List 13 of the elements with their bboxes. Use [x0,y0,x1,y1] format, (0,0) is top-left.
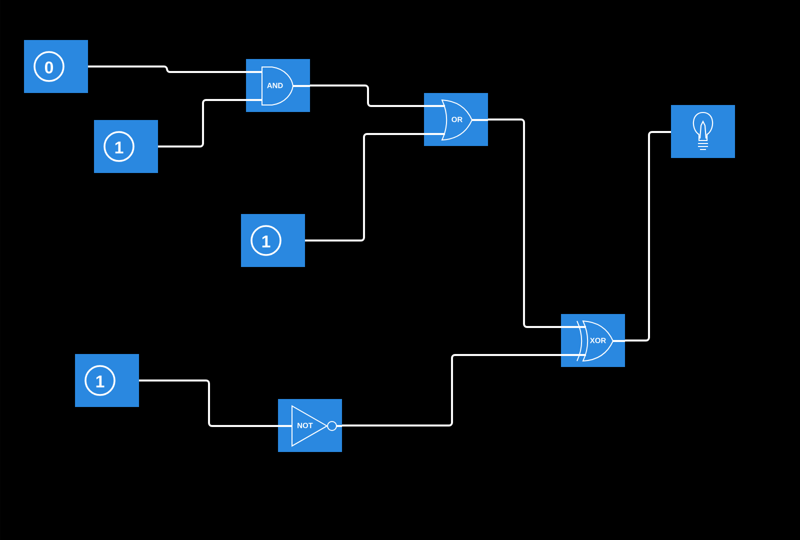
output-box [671,105,735,158]
wire [342,354,561,426]
wire [625,131,671,342]
input-box: 1 [75,354,139,407]
wire [310,84,424,107]
input-box: 1 [241,214,305,267]
wire [305,133,424,242]
input-box: 1 [94,120,158,173]
wire [488,118,561,328]
wire [139,380,278,427]
wire [158,99,246,148]
wire [88,66,246,73]
input-box: 0 [24,40,88,93]
